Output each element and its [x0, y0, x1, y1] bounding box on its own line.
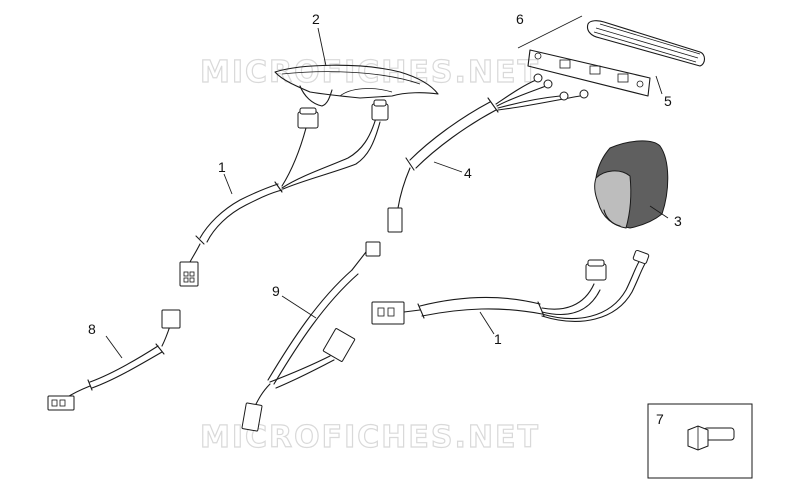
callout-6: 6: [516, 11, 524, 27]
callout-5: 5: [664, 93, 672, 109]
callout-3: 3: [674, 213, 682, 229]
callout-4: 4: [464, 165, 472, 181]
watermark-top: MICROFICHES.NET: [200, 55, 540, 90]
wiring-harness-4: [387, 73, 589, 233]
leader-lines: [105, 27, 669, 359]
callout-7: 7: [656, 411, 664, 427]
wiring-harness-9: [241, 241, 381, 432]
screw-icon: [687, 425, 735, 451]
tail-lamp-housing: [274, 64, 439, 107]
callout-9: 9: [272, 283, 280, 299]
wiring-harness-upper: [179, 99, 389, 287]
wiring-harness-lower: [371, 249, 650, 325]
screw-inset: [647, 403, 753, 479]
wiring-harness-8: [47, 309, 181, 411]
lamp-cover: [594, 140, 669, 229]
callout-1-lower: 1: [494, 331, 502, 347]
brake-light-strip: [517, 15, 706, 67]
callout-8: 8: [88, 321, 96, 337]
callout-2: 2: [312, 11, 320, 27]
callout-1-upper: 1: [218, 159, 226, 175]
lamp-bracket-plate: [527, 49, 651, 97]
